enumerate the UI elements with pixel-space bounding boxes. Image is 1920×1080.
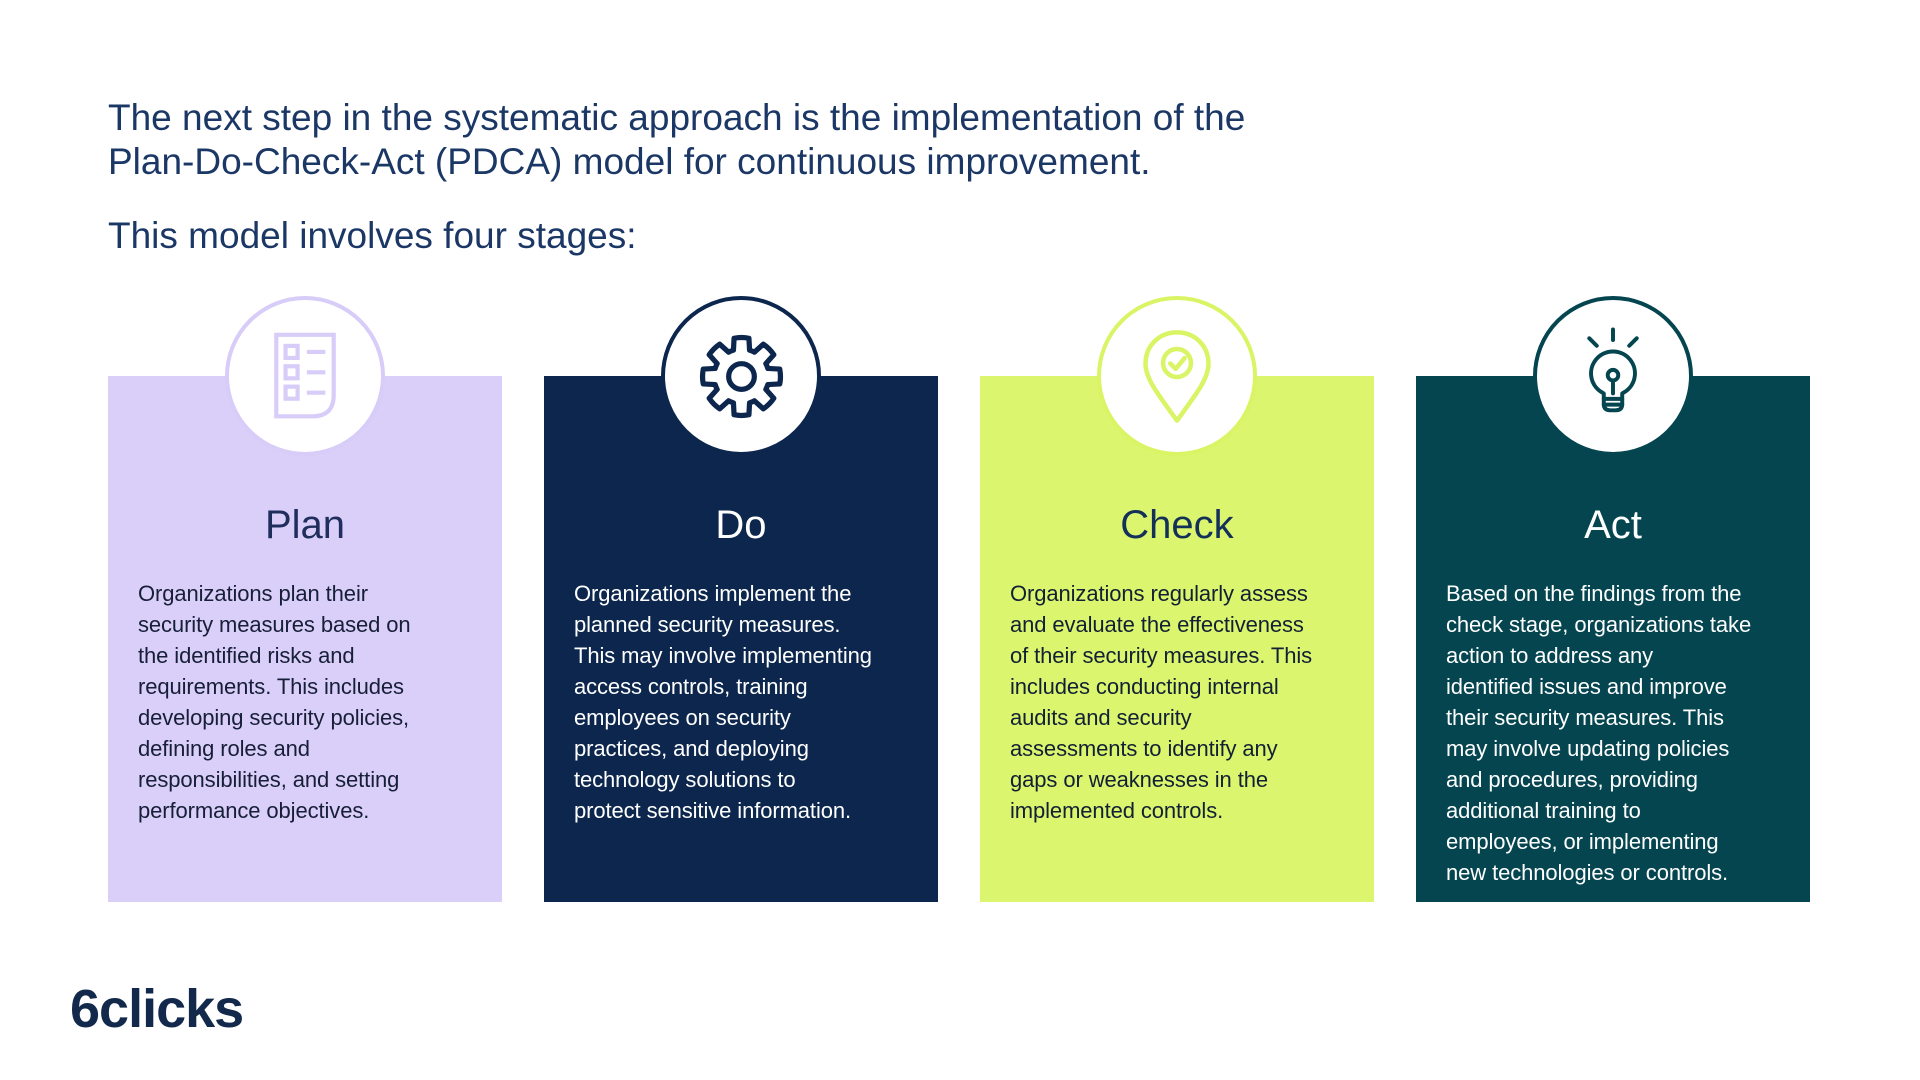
card-body: Organizations plan their security measur… [138,581,411,823]
icon-circle [661,296,821,456]
card-title: Do [715,503,767,547]
icon-circle [1533,296,1693,456]
card-act: Act Based on the findings from the check… [1416,296,1810,902]
icon-circle [1097,296,1257,456]
card-title: Act [1584,503,1642,547]
card-check: Check Organizations regularly assess and… [980,296,1374,902]
intro-text: The next step in the systematic approach… [108,97,1246,182]
checklist-icon [272,332,338,420]
card-body: Based on the findings from the check sta… [1446,581,1752,885]
gear-icon [694,329,789,424]
card-title: Check [1120,503,1234,547]
location-pin-check-icon [1132,327,1222,426]
brand-logo: 6clicks [70,979,244,1039]
pdca-cards: Plan Organizations plan their security m… [108,296,1810,902]
card-title: Plan [264,503,346,547]
card-body: Organizations implement the planned secu… [574,581,872,823]
lightbulb-icon [1569,326,1657,427]
card-do: Do Organizations implement the planned s… [544,296,938,902]
stages-text: This model involves four stages: [108,215,637,256]
card-body: Organizations regularly assess and evalu… [1010,581,1313,823]
page-header: The next step in the systematic approach… [108,96,1245,258]
icon-circle [225,296,385,456]
card-plan: Plan Organizations plan their security m… [108,296,502,902]
